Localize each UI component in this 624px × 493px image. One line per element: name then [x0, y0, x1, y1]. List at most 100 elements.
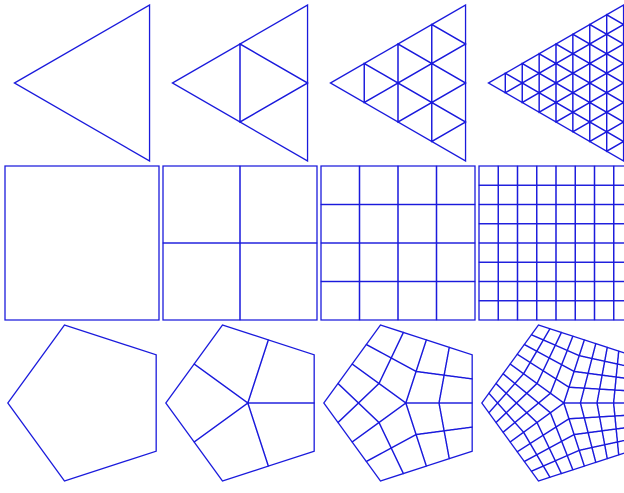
square-cell [239, 242, 318, 321]
triangle-cell [605, 23, 624, 46]
square-cell [593, 184, 615, 206]
pentagon-level-0 [7, 324, 157, 482]
square-cell [536, 280, 557, 302]
pentagon-cell [415, 339, 451, 376]
triangle-cell [606, 13, 624, 36]
pentagon-cell [537, 392, 565, 414]
triangle-cell [588, 72, 608, 94]
triangle-cell [555, 81, 575, 104]
square-cell [613, 261, 624, 283]
pentagon-cell [542, 357, 563, 380]
pentagon-cell [505, 382, 528, 404]
square-cell [574, 203, 596, 225]
pentagon-cell [495, 372, 516, 395]
square-cell [478, 280, 499, 302]
square-cell [536, 203, 557, 225]
pentagon-cell [523, 333, 545, 353]
pentagon-cell [505, 402, 528, 424]
square-cell [593, 300, 615, 321]
pentagon-cell [522, 361, 544, 385]
square-cell [516, 261, 538, 283]
pentagon-cell [488, 402, 508, 424]
triangle-cell [520, 91, 540, 114]
pentagon-cell [535, 339, 557, 359]
triangle-cell [571, 42, 591, 65]
triangle-cell [504, 81, 523, 104]
triangle-cell [605, 42, 624, 65]
triangle-cell [572, 72, 592, 94]
triangle-cell [362, 81, 399, 124]
pentagon-cell [495, 411, 516, 434]
square-cell [555, 203, 576, 225]
triangle-cell [520, 72, 540, 94]
pentagon-cell [555, 417, 575, 443]
square-cell [320, 242, 361, 283]
triangle-cell [431, 23, 467, 65]
pentagon-cell [516, 343, 538, 364]
pentagon-level-3 [481, 324, 624, 482]
square-cell [593, 280, 615, 302]
triangle-cell [606, 33, 624, 55]
pentagon-cell [591, 443, 609, 464]
triangle-cell [589, 42, 608, 65]
triangle-cell [554, 72, 574, 94]
triangle-cell [589, 120, 608, 143]
square-cell [536, 184, 557, 206]
pentagon-cell [525, 382, 552, 404]
square-cell [397, 165, 438, 206]
triangle-cell [171, 42, 241, 124]
square-cell [397, 242, 438, 283]
square-cell [435, 165, 476, 206]
triangle-cell [430, 81, 467, 124]
pentagon-cell [614, 376, 624, 392]
triangle-cell [588, 52, 608, 75]
square-cell [574, 280, 596, 302]
square-level-0 [4, 165, 160, 321]
square-cell [435, 280, 476, 321]
triangle-cell [606, 130, 624, 153]
triangle-cell [588, 13, 608, 36]
triangle-cell [605, 101, 624, 124]
pentagon-cell [566, 449, 586, 471]
triangle-cell [605, 140, 624, 163]
triangle-cell [396, 101, 433, 143]
square-cell [516, 242, 538, 263]
triangle-cell [396, 23, 433, 65]
square-cell [239, 165, 318, 244]
triangle-cell [487, 72, 506, 94]
square-cell [478, 165, 499, 186]
square-cell [574, 165, 596, 186]
square-cell [162, 165, 241, 244]
square-cell [516, 165, 538, 186]
triangle-cell [329, 62, 365, 104]
square-cell [478, 242, 499, 263]
square-cell [497, 184, 519, 206]
triangle-cell [431, 101, 467, 143]
pentagon-cell [535, 447, 557, 467]
pentagon-level-2 [323, 324, 473, 482]
pentagon-cell [529, 434, 551, 456]
square-cell [497, 242, 519, 263]
square-cell [435, 242, 476, 283]
triangle-cell [571, 23, 591, 46]
square-cell [555, 165, 576, 186]
pentagon-cell [548, 344, 569, 366]
triangle-cell [239, 42, 309, 124]
pentagon-cell [596, 402, 616, 418]
square-cell [320, 280, 361, 321]
square-cell [613, 280, 624, 302]
triangle-cell [521, 81, 541, 104]
pentagon-cell [598, 415, 617, 432]
triangle-cell [605, 3, 624, 26]
triangle-cell [589, 23, 608, 46]
triangle-cell [554, 91, 574, 114]
pentagon-cell [378, 357, 417, 405]
triangle-cell [606, 52, 624, 75]
triangle-cell [588, 111, 608, 133]
triangle-cell [572, 111, 592, 133]
pentagon-cell [351, 421, 393, 463]
square-cell [162, 242, 241, 321]
pentagon-cell [579, 402, 601, 419]
